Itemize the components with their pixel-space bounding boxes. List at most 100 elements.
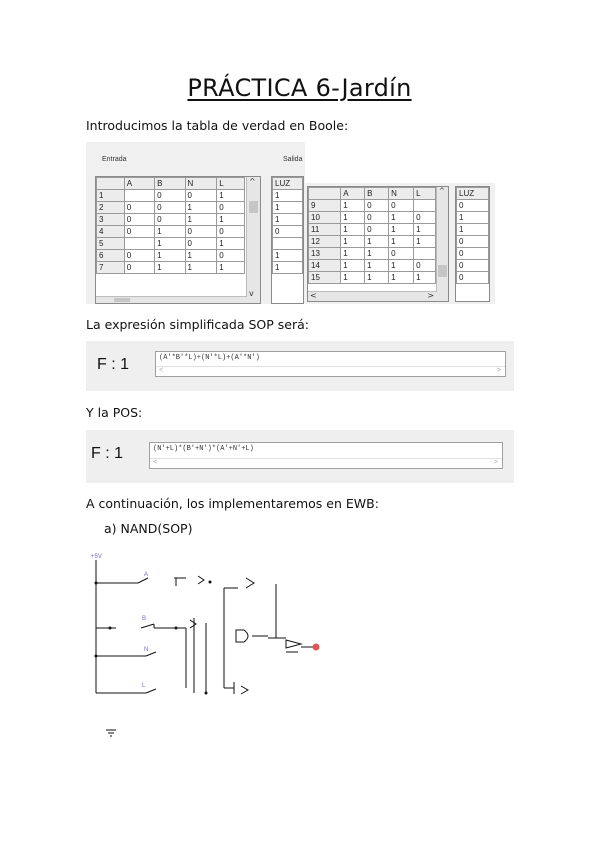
table-cell[interactable]: 0	[154, 189, 186, 202]
table-cell[interactable]: 1	[96, 189, 125, 202]
table-cell[interactable]: 15	[308, 271, 342, 284]
scroll-up-icon[interactable]: ^	[249, 177, 256, 186]
table-cell[interactable]	[123, 237, 156, 250]
table-cell[interactable]: 0	[184, 189, 218, 202]
horizontal-scrollbar[interactable]	[96, 296, 247, 303]
table-cell[interactable]: 1	[340, 247, 366, 260]
table-cell[interactable]: 1	[154, 225, 186, 238]
table-cell[interactable]: 7	[96, 261, 125, 274]
table-cell[interactable]: 0	[456, 235, 489, 248]
table-cell[interactable]: 1	[388, 259, 415, 272]
table-cell[interactable]: 1	[340, 235, 366, 248]
table-cell[interactable]: 1	[413, 235, 436, 248]
table-cell[interactable]	[413, 247, 436, 260]
scroll-down-icon[interactable]: v	[249, 289, 254, 298]
table-cell[interactable]	[413, 199, 436, 212]
table-cell[interactable]: 0	[123, 261, 156, 274]
table-cell[interactable]: 1	[340, 259, 366, 272]
expression-hscroll[interactable]: <>	[150, 458, 502, 468]
sop-expression-field[interactable]: (A'*B'*L)+(N'*L)+(A'*N') <>	[155, 351, 506, 377]
table-cell[interactable]: 1	[456, 211, 489, 224]
table-cell[interactable]: 1	[388, 211, 415, 224]
table-cell[interactable]: 13	[308, 247, 342, 260]
table-cell[interactable]: 12	[308, 235, 342, 248]
table-cell[interactable]: 1	[340, 211, 366, 224]
table-cell[interactable]	[272, 237, 303, 250]
table-cell[interactable]: 1	[154, 261, 186, 274]
table-cell[interactable]: 0	[413, 259, 436, 272]
table-cell[interactable]: 0	[184, 237, 218, 250]
pos-expression-field[interactable]: (N'+L)*(B'+N')*(A'+N'+L) <>	[149, 442, 503, 469]
table-cell[interactable]: 1	[364, 235, 390, 248]
table-cell[interactable]: 0	[364, 211, 390, 224]
table-cell[interactable]: 1	[340, 199, 366, 212]
table-cell[interactable]: 10	[308, 211, 342, 224]
table-cell[interactable]: 1	[388, 235, 415, 248]
table-cell[interactable]: 1	[216, 237, 245, 250]
table-cell[interactable]: 1	[364, 259, 390, 272]
table-cell[interactable]: 1	[272, 213, 303, 226]
table-cell[interactable]: 1	[340, 271, 366, 284]
table-cell[interactable]: 6	[96, 249, 125, 262]
table-cell[interactable]: 1	[184, 201, 218, 214]
table-cell[interactable]: 2	[96, 201, 125, 214]
table-cell[interactable]: 0	[364, 199, 390, 212]
table-cell[interactable]: 1	[272, 201, 303, 214]
table-cell[interactable]: 0	[123, 213, 156, 226]
table-cell[interactable]: 4	[96, 225, 125, 238]
table-cell[interactable]: 1	[413, 223, 436, 236]
table-cell[interactable]: 1	[184, 213, 218, 226]
table-cell[interactable]: 1	[216, 189, 245, 202]
table-cell[interactable]: 1	[272, 189, 303, 202]
table-cell[interactable]: 0	[216, 225, 245, 238]
table-cell[interactable]: 0	[456, 259, 489, 272]
table-cell[interactable]: 1	[154, 249, 186, 262]
expression-hscroll[interactable]: <>	[156, 366, 505, 376]
table-cell[interactable]: 1	[216, 213, 245, 226]
table-cell[interactable]: 1	[184, 261, 218, 274]
scroll-left-icon[interactable]: <	[310, 291, 317, 300]
table-cell[interactable]: 0	[456, 271, 489, 284]
table-cell[interactable]: 1	[340, 223, 366, 236]
table-cell[interactable]: 1	[456, 223, 489, 236]
table-cell[interactable]: 0	[184, 225, 218, 238]
input-n-label: N	[144, 647, 148, 653]
scroll-right-icon[interactable]: >	[427, 291, 434, 300]
table-cell[interactable]	[123, 189, 156, 202]
table-cell[interactable]: 0	[216, 201, 245, 214]
table-cell[interactable]: 0	[456, 199, 489, 212]
table-cell[interactable]: 1	[413, 271, 436, 284]
table-cell[interactable]: 0	[272, 225, 303, 238]
scroll-up-icon[interactable]: ^	[439, 187, 445, 195]
table-cell[interactable]: 1	[364, 271, 390, 284]
table-cell[interactable]: 1	[388, 223, 415, 236]
table-cell[interactable]: 1	[388, 271, 415, 284]
table-cell[interactable]: 0	[388, 247, 415, 260]
table-cell[interactable]: 9	[308, 199, 342, 212]
table-cell[interactable]: 0	[154, 201, 186, 214]
table-cell[interactable]: 3	[96, 213, 125, 226]
table-cell[interactable]: 0	[216, 249, 245, 262]
table-cell[interactable]: 0	[123, 201, 156, 214]
table-cell[interactable]: 5	[96, 237, 125, 250]
table-cell[interactable]: 0	[413, 211, 436, 224]
table-cell[interactable]: 1	[216, 261, 245, 274]
table-cell[interactable]: 0	[123, 225, 156, 238]
table-cell[interactable]: 1	[154, 237, 186, 250]
vertical-scrollbar-right[interactable]: ^	[436, 187, 448, 301]
table-cell[interactable]: 0	[154, 213, 186, 226]
table-cell[interactable]: 0	[364, 223, 390, 236]
horizontal-scrollbar-right[interactable]: < >	[308, 291, 437, 301]
table-cell[interactable]: 0	[123, 249, 156, 262]
table-cell[interactable]: 1	[272, 249, 303, 262]
table-cell[interactable]: 1	[364, 247, 390, 260]
table-cell[interactable]: 1	[272, 261, 303, 274]
table-cell[interactable]: 0	[388, 199, 415, 212]
vertical-scrollbar[interactable]: ^ v	[246, 177, 260, 303]
table-cell[interactable]: 1	[184, 249, 218, 262]
table-cell[interactable]: 0	[456, 247, 489, 260]
table-cell[interactable]: 11	[308, 223, 342, 236]
table-cell[interactable]: 14	[308, 259, 342, 272]
input-l-label: L	[142, 683, 146, 689]
